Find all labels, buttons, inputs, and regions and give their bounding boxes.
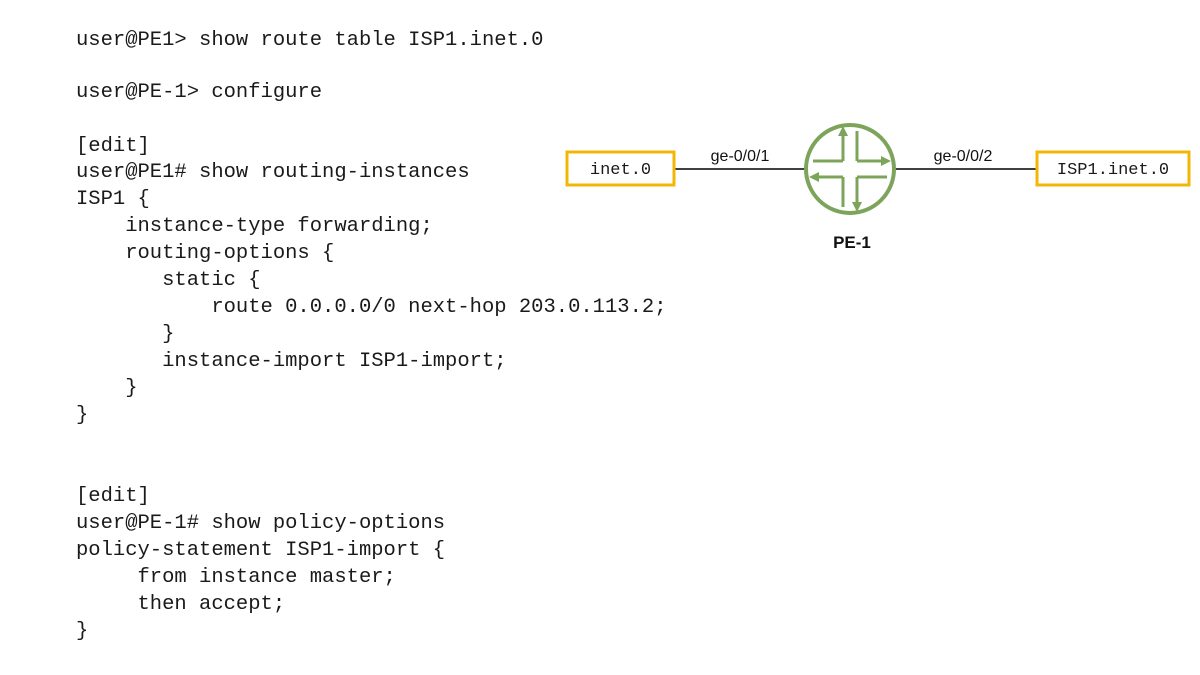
table-box-inet0: inet.0 bbox=[565, 150, 676, 187]
config-line: } bbox=[76, 323, 175, 346]
table-box-inet0-border bbox=[565, 150, 676, 187]
router-name-label: PE-1 bbox=[833, 233, 871, 252]
cli-edit-marker: [edit] bbox=[76, 485, 150, 508]
config-line: } bbox=[76, 404, 89, 427]
cli-command-configure: user@PE-1> configure bbox=[76, 81, 323, 104]
interface-label-right: ge-0/0/2 bbox=[934, 148, 993, 165]
config-line: then accept; bbox=[76, 593, 286, 616]
cli-command-show-policy: user@PE-1# show policy-options bbox=[76, 512, 446, 535]
cli-command-show-route: user@PE1> show route table ISP1.inet.0 bbox=[76, 29, 544, 52]
config-line: ISP1 { bbox=[76, 188, 150, 211]
table-box-isp1-border bbox=[1035, 150, 1191, 187]
config-line: static { bbox=[76, 269, 261, 292]
table-label-inet0: inet.0 bbox=[590, 161, 651, 180]
config-line: instance-import ISP1-import; bbox=[76, 350, 507, 373]
cli-edit-marker: [edit] bbox=[76, 135, 150, 158]
config-line: instance-type forwarding; bbox=[76, 215, 433, 238]
table-box-isp1: ISP1.inet.0 bbox=[1035, 150, 1191, 187]
config-line: } bbox=[76, 377, 138, 400]
config-line: policy-statement ISP1-import { bbox=[76, 539, 446, 562]
interface-label-left: ge-0/0/1 bbox=[711, 148, 770, 165]
table-label-isp1: ISP1.inet.0 bbox=[1057, 161, 1169, 180]
config-line: route 0.0.0.0/0 next-hop 203.0.113.2; bbox=[76, 296, 667, 319]
config-line: } bbox=[76, 620, 89, 643]
cli-command-show-instances: user@PE1# show routing-instances bbox=[76, 161, 470, 184]
config-line: routing-options { bbox=[76, 242, 335, 265]
router-icon bbox=[804, 123, 896, 215]
config-line: from instance master; bbox=[76, 566, 396, 589]
